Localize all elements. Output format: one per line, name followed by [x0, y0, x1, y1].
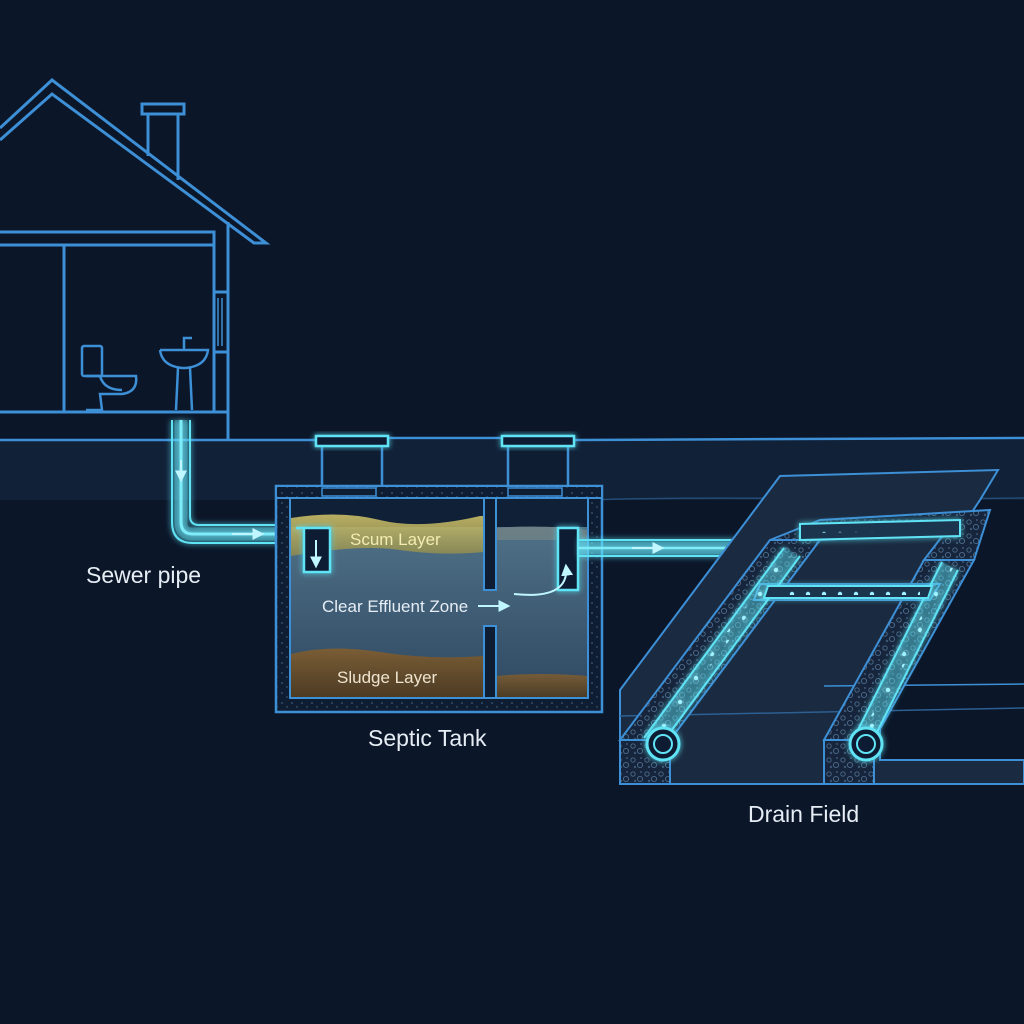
- sink-icon: [158, 336, 210, 411]
- scum-layer: [291, 514, 484, 556]
- house-icon: [0, 78, 271, 440]
- drain-field: [618, 468, 1024, 785]
- clear-effluent-zone-label: Clear Effluent Zone: [322, 597, 468, 616]
- sludge-layer-label: Sludge Layer: [337, 668, 438, 687]
- sewer-pipe-label: Sewer pipe: [86, 562, 201, 588]
- drain-field-label: Drain Field: [748, 801, 859, 827]
- scum-layer-label: Scum Layer: [350, 530, 441, 549]
- septic-tank: [274, 434, 604, 714]
- sewer-pipe: [171, 420, 296, 544]
- sludge-layer: [291, 648, 484, 697]
- septic-tank-label: Septic Tank: [368, 725, 487, 751]
- flow-arrow-icon: [175, 460, 265, 540]
- tank-flow-arrows: [310, 540, 574, 612]
- toilet-icon: [80, 344, 138, 412]
